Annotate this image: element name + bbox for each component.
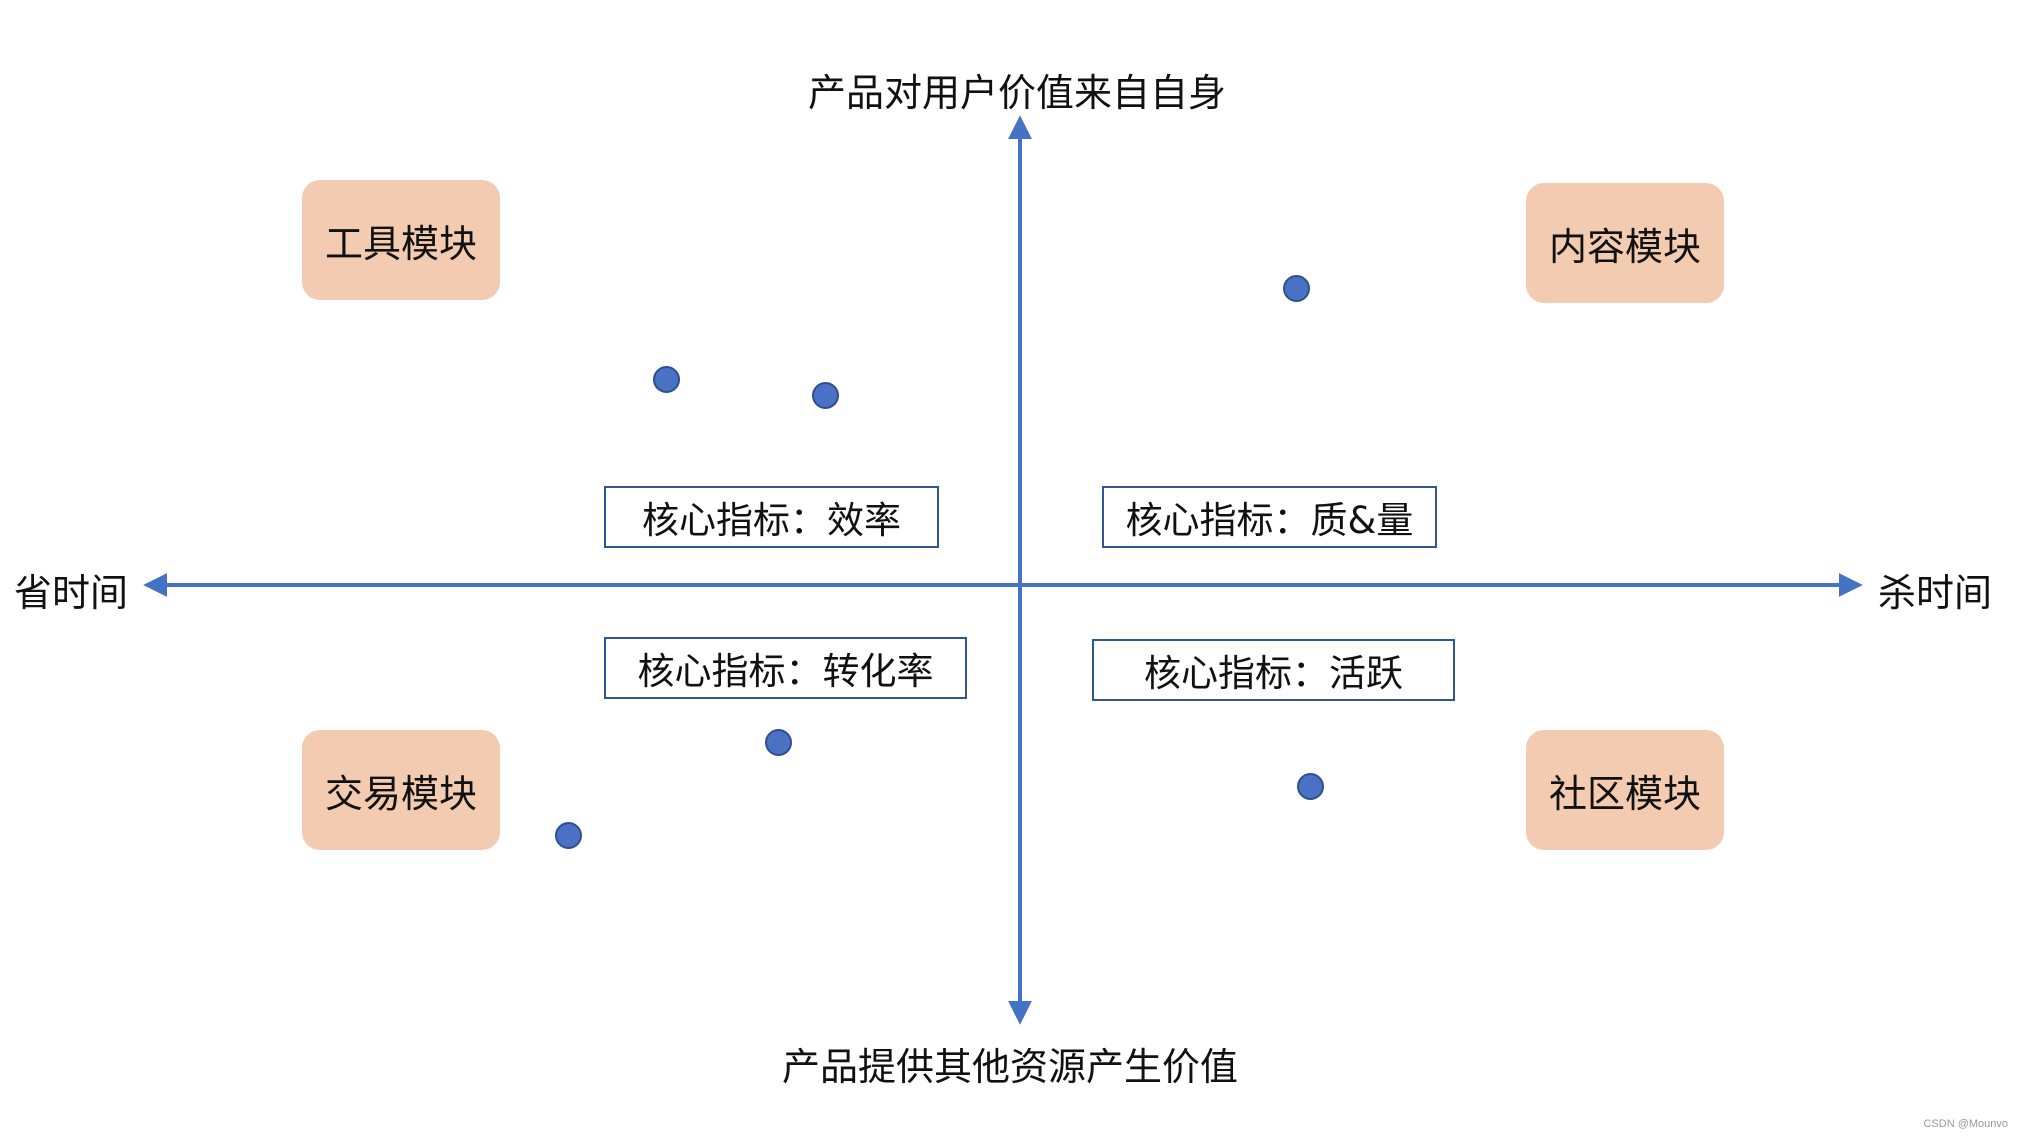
metric-efficiency: 核心指标：效率 [604,486,939,548]
dot-bottom-right [1297,773,1324,800]
axis-label-bottom: 产品提供其他资源产生价值 [782,1045,1239,1089]
metric-activity: 核心指标：活跃 [1092,639,1455,701]
dot-top-left-1 [653,366,680,393]
metric-conversion: 核心指标：转化率 [604,637,967,699]
axis-label-left: 省时间 [14,571,129,615]
axis-label-top: 产品对用户价值来自自身 [808,71,1227,115]
module-community: 社区模块 [1526,730,1724,850]
axis-label-right: 杀时间 [1878,571,1993,615]
dot-top-left-2 [812,382,839,409]
module-transaction: 交易模块 [302,730,500,850]
dot-bottom-left-1 [765,729,792,756]
metric-quality-quantity: 核心指标：质&量 [1102,486,1437,548]
watermark: CSDN @Mounvo [1923,1118,2008,1130]
dot-top-right [1283,275,1310,302]
dot-bottom-left-2 [555,822,582,849]
module-tools: 工具模块 [302,180,500,300]
module-content: 内容模块 [1526,183,1724,303]
